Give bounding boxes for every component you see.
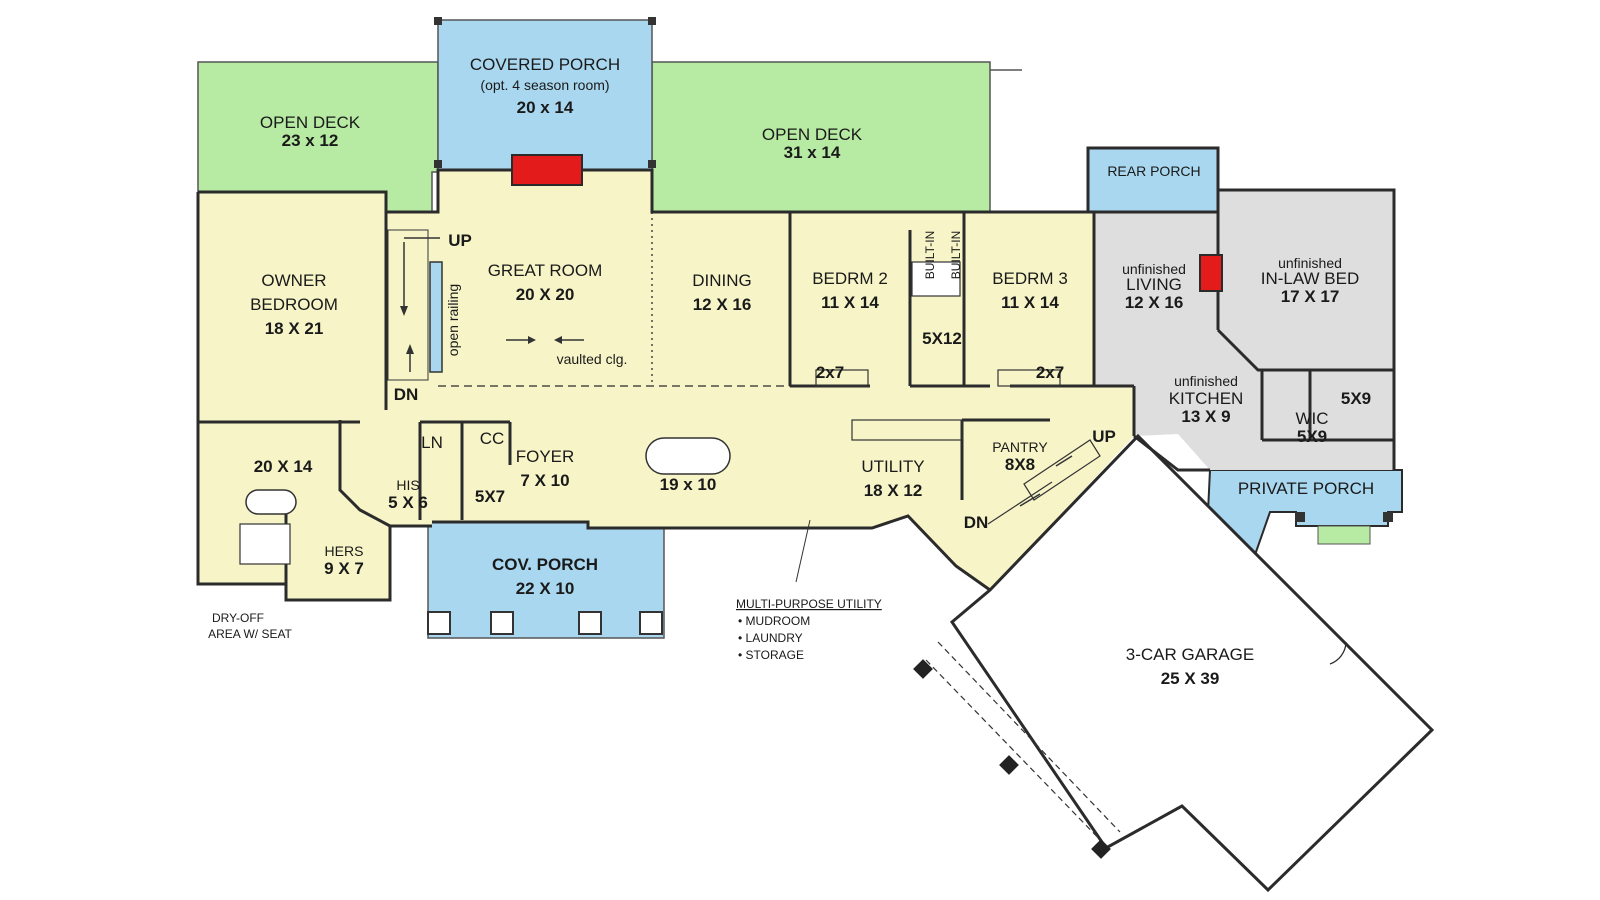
open-deck-left-name: OPEN DECK — [260, 113, 361, 132]
bedroom2-closet: 2x7 — [816, 363, 844, 382]
stair-up-right: UP — [1092, 427, 1116, 446]
wic-name: WIC — [1295, 409, 1328, 428]
owner-bedroom-name: OWNER — [261, 271, 326, 290]
garage-dims: 25 X 39 — [1161, 669, 1220, 688]
open-deck-right-dims: 31 x 14 — [784, 143, 841, 162]
pantry-dims: 8X8 — [1005, 455, 1035, 474]
kitchen-dims: 19 x 10 — [660, 475, 717, 494]
mpu-item-mudroom: • MUDROOM — [738, 614, 810, 628]
stair-up-left: UP — [448, 231, 472, 250]
powder-dims: 5X7 — [475, 487, 505, 506]
pantry-name: PANTRY — [992, 439, 1048, 455]
labels: COVERED PORCH (opt. 4 season room) 20 x … — [208, 55, 1374, 688]
foyer-name: FOYER — [516, 447, 575, 466]
bedroom3-name: BEDRM 3 — [992, 269, 1068, 288]
foyer-dims: 7 X 10 — [520, 471, 569, 490]
dining-name: DINING — [692, 271, 752, 290]
builtin-a: BUILT-IN — [923, 231, 937, 279]
inlaw-bed-pre: unfinished — [1278, 255, 1342, 271]
hers-dims: 9 X 7 — [324, 559, 364, 578]
master-bath-dims: 20 X 14 — [254, 457, 313, 476]
bedroom2-name: BEDRM 2 — [812, 269, 888, 288]
walls — [196, 168, 1396, 602]
utility-dims: 18 X 12 — [864, 481, 923, 500]
cov-porch-front — [427, 519, 665, 639]
rear-porch — [1086, 146, 1220, 214]
bedroom3-dims: 11 X 14 — [1001, 293, 1059, 312]
owner-bedroom-name2: BEDROOM — [250, 295, 338, 314]
cov-porch-name: COV. PORCH — [492, 555, 598, 574]
builtin-b: BUILT-IN — [949, 231, 963, 279]
his-dims: 5 X 6 — [388, 493, 428, 512]
stair-dn-left: DN — [394, 385, 419, 404]
open-railing-label: open railing — [445, 284, 461, 356]
covered-porch-name: COVERED PORCH — [470, 55, 620, 74]
great-room-name: GREAT ROOM — [488, 261, 603, 280]
dining-dims: 12 X 16 — [693, 295, 752, 314]
mpu-item-storage: • STORAGE — [738, 648, 804, 662]
ln-name: LN — [421, 433, 443, 452]
bedroom3-closet: 2x7 — [1036, 363, 1064, 382]
open-deck-left-dims: 23 x 12 — [282, 131, 339, 150]
unf-kitchen-pre: unfinished — [1174, 373, 1238, 389]
unf-kitchen-name: KITCHEN — [1169, 389, 1244, 408]
great-room-dims: 20 X 20 — [516, 285, 575, 304]
mpu-item-laundry: • LAUNDRY — [738, 631, 803, 645]
wic-dims: 5X9 — [1297, 427, 1327, 446]
covered-porch-rear — [434, 17, 656, 171]
unf-living-dims: 12 X 16 — [1125, 293, 1184, 312]
inlaw-bath-dims: 5X9 — [1341, 389, 1371, 408]
mpu-title: MULTI-PURPOSE UTILITY — [736, 597, 882, 611]
bath-shared-dims: 5X12 — [922, 329, 962, 348]
garage — [913, 433, 1435, 893]
inlaw-bed-dims: 17 X 17 — [1281, 287, 1340, 306]
private-porch-name: PRIVATE PORCH — [1238, 479, 1374, 498]
covered-porch-note: (opt. 4 season room) — [480, 77, 609, 93]
stair-dn-right: DN — [964, 513, 989, 532]
garage-name: 3-CAR GARAGE — [1126, 645, 1254, 664]
unf-living-name: LIVING — [1126, 275, 1182, 294]
bedroom2-dims: 11 X 14 — [821, 293, 879, 312]
utility-name: UTILITY — [861, 457, 924, 476]
rear-porch-name: REAR PORCH — [1107, 163, 1200, 179]
interior-details — [239, 154, 1223, 583]
dryoff-line2: AREA W/ SEAT — [208, 627, 292, 641]
great-room-note: vaulted clg. — [557, 351, 628, 367]
dryoff-line1: DRY-OFF — [212, 611, 264, 625]
cc-name: CC — [480, 429, 505, 448]
main-house — [198, 170, 1134, 600]
hers-name: HERS — [325, 543, 364, 559]
cov-porch-dims: 22 X 10 — [516, 579, 575, 598]
inlaw-bed-name: IN-LAW BED — [1261, 269, 1360, 288]
unf-kitchen-dims: 13 X 9 — [1181, 407, 1230, 426]
open-deck-right-name: OPEN DECK — [762, 125, 863, 144]
inlaw-wing — [1094, 190, 1394, 470]
unf-living-pre: unfinished — [1122, 261, 1186, 277]
covered-porch-dims: 20 x 14 — [517, 98, 574, 117]
owner-bedroom-dims: 18 X 21 — [265, 319, 324, 338]
his-name: HIS — [396, 477, 419, 493]
